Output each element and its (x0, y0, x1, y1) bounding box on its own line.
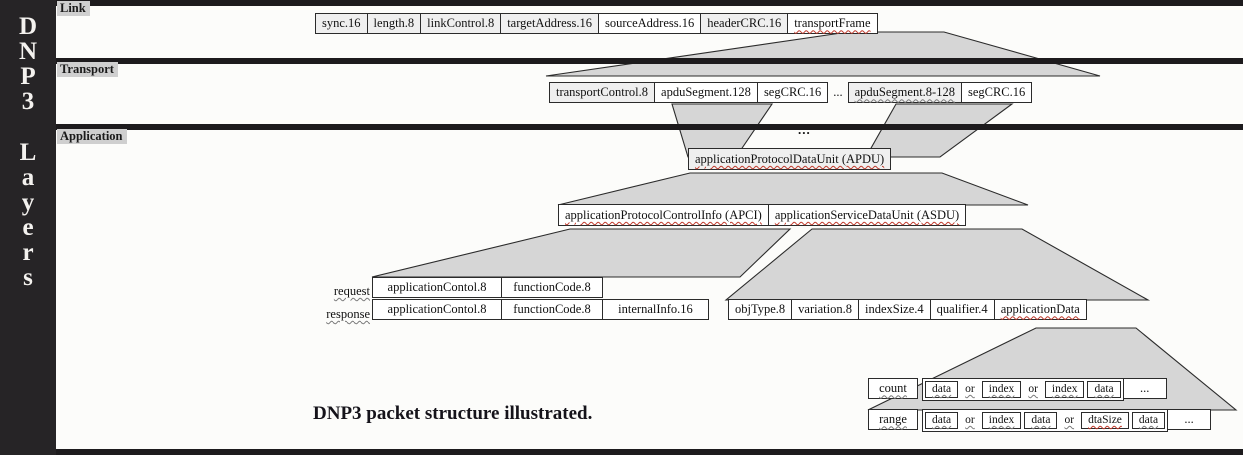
field-target-address[interactable]: targetAddress.16 (500, 13, 600, 34)
apdu-parts-row: applicationProtocolControlInfo (APCI) ap… (558, 204, 967, 226)
sidebar-subtitle-char: s (23, 264, 33, 291)
field-seg-crc-2[interactable]: segCRC.16 (960, 82, 1033, 103)
count-variants-group: data or index or index data (922, 378, 1124, 401)
response-row: applicationContol.8 functionCode.8 inter… (372, 299, 709, 320)
field-response-internal-info[interactable]: internalInfo.16 (602, 299, 709, 320)
field-count-data-1[interactable]: data (925, 381, 959, 398)
layer-label-transport: Transport (57, 62, 118, 77)
field-apci[interactable]: applicationProtocolControlInfo (APCI) (558, 204, 769, 226)
sidebar-subtitle-char: r (22, 239, 34, 266)
field-range-data-2[interactable]: data (1024, 412, 1058, 429)
field-transport-control[interactable]: transportControl.8 (549, 82, 656, 103)
field-range-data-3[interactable]: data (1131, 412, 1166, 429)
rule-transport-application (56, 124, 1243, 130)
sidebar-title-char: 3 (21, 88, 35, 115)
sidebar-subtitle-char: a (21, 164, 35, 191)
field-response-function-code[interactable]: functionCode.8 (501, 299, 603, 320)
field-seg-crc-1[interactable]: segCRC.16 (756, 82, 829, 103)
sidebar-title-char: P (20, 63, 36, 90)
field-sync[interactable]: sync.16 (315, 13, 368, 34)
count-row: count data or index or index data ... (868, 378, 1167, 401)
field-range-index[interactable]: index (981, 412, 1022, 429)
sidebar-dnp3-layers: D N P 3 L a y e r s (0, 0, 56, 455)
transport-ellipsis: ... (833, 85, 843, 100)
figure-caption: DNP3 packet structure illustrated. (313, 403, 593, 424)
field-obj-type[interactable]: objType.8 (728, 299, 793, 320)
sidebar-title-char: D (18, 13, 38, 40)
count-row-ellipsis: ... (1122, 378, 1167, 399)
connector-apdu-to-parts (557, 172, 1029, 206)
field-apdu-segment-8-128[interactable]: apduSegment.8-128 (847, 82, 962, 103)
layer-label-link: Link (57, 1, 90, 16)
request-row: applicationContol.8 functionCode.8 (372, 277, 603, 298)
field-header-crc[interactable]: headerCRC.16 (700, 13, 789, 34)
field-apdu[interactable]: applicationProtocolDataUnit (APDU) (688, 148, 892, 170)
field-range[interactable]: range (868, 409, 918, 430)
connector-link-to-transport (545, 31, 1101, 77)
field-variation[interactable]: variation.8 (791, 299, 859, 320)
field-transport-frame[interactable]: transportFrame (787, 13, 878, 34)
field-count-index-2[interactable]: index (1044, 381, 1085, 398)
link-frame-row: sync.16 length.8 linkControl.8 targetAdd… (315, 13, 878, 34)
field-count-data-2[interactable]: data (1087, 381, 1121, 398)
count-connector-or-2: or (1028, 382, 1038, 395)
apdu-ellipsis: ... (798, 122, 811, 137)
rule-bottom (56, 449, 1243, 455)
field-asdu[interactable]: applicationServiceDataUnit (ASDU) (767, 204, 967, 226)
field-range-dta-size[interactable]: dtaSize (1081, 412, 1129, 429)
sidebar-subtitle-char: y (21, 189, 35, 216)
field-source-address[interactable]: sourceAddress.16 (598, 13, 702, 34)
range-row: range data or index data or dtaSize data… (868, 409, 1212, 432)
field-link-control[interactable]: linkControl.8 (420, 13, 502, 34)
rule-top (56, 0, 1243, 6)
range-connector-or-1: or (965, 413, 975, 426)
connector-asdu-to-asdufields (724, 228, 1151, 301)
field-application-data[interactable]: applicationData (993, 299, 1087, 320)
field-request-function-code[interactable]: functionCode.8 (501, 277, 603, 298)
field-qualifier[interactable]: qualifier.4 (929, 299, 995, 320)
range-row-ellipsis: ... (1167, 409, 1212, 430)
apdu-row: applicationProtocolDataUnit (APDU) (688, 148, 892, 170)
field-index-size[interactable]: indexSize.4 (857, 299, 931, 320)
request-row-label: request (333, 284, 370, 298)
field-count[interactable]: count (868, 378, 918, 399)
transport-frame-row: transportControl.8 apduSegment.128 segCR… (549, 82, 1033, 103)
sidebar-title-char: N (18, 38, 38, 65)
asdu-fields-row: objType.8 variation.8 indexSize.4 qualif… (728, 299, 1087, 320)
connector-apci-to-request (371, 228, 792, 278)
count-connector-or-1: or (965, 382, 975, 395)
field-apdu-segment-128[interactable]: apduSegment.128 (654, 82, 758, 103)
range-connector-or-2: or (1064, 413, 1075, 426)
response-row-label: response (326, 307, 370, 321)
field-response-application-control[interactable]: applicationContol.8 (372, 299, 502, 320)
range-variants-group: data or index data or dtaSize data (922, 409, 1169, 432)
rule-link-transport (56, 58, 1243, 64)
field-request-application-control[interactable]: applicationContol.8 (372, 277, 502, 298)
sidebar-subtitle-char: e (22, 214, 34, 241)
field-range-data-1[interactable]: data (925, 412, 959, 429)
field-count-index-1[interactable]: index (981, 381, 1022, 398)
field-length[interactable]: length.8 (366, 13, 422, 34)
layer-label-application: Application (57, 129, 127, 144)
sidebar-subtitle-char: L (19, 139, 37, 166)
